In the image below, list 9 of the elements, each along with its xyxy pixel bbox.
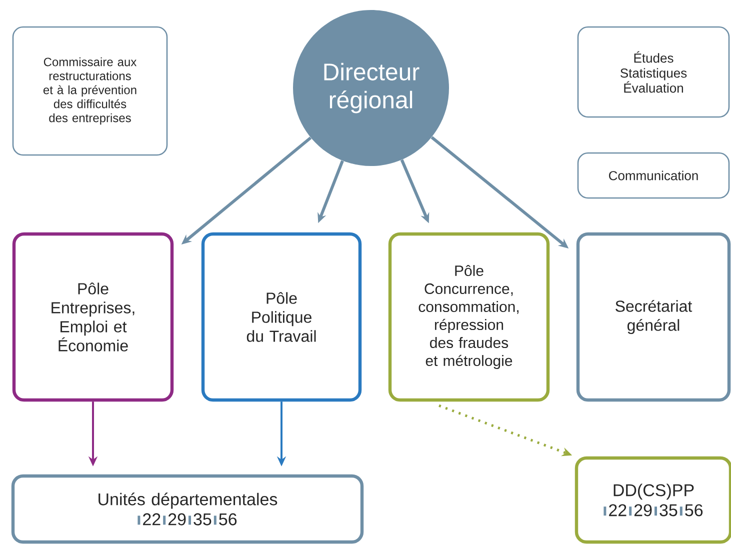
division-box: Pôle Politique du Travail (201, 232, 362, 402)
service-box: Commissaire aux restructurations et à la prévention des difficultés des entreprises (12, 26, 168, 156)
unit-box: Unités départementales 22 29 35 56 (11, 474, 364, 544)
division-box: Secrétariat général (576, 232, 731, 402)
unit-box: DD(CS)PP 22 29 35 56 (574, 456, 731, 544)
service-box: Communication (577, 152, 730, 199)
division-box: Pôle Concurrence, consommation, répression des fraudes et métrologie (388, 232, 550, 402)
division-box: Pôle Entreprises, Emploi et Économie (12, 232, 174, 402)
service-box: Études Statistiques Évaluation (577, 26, 730, 118)
